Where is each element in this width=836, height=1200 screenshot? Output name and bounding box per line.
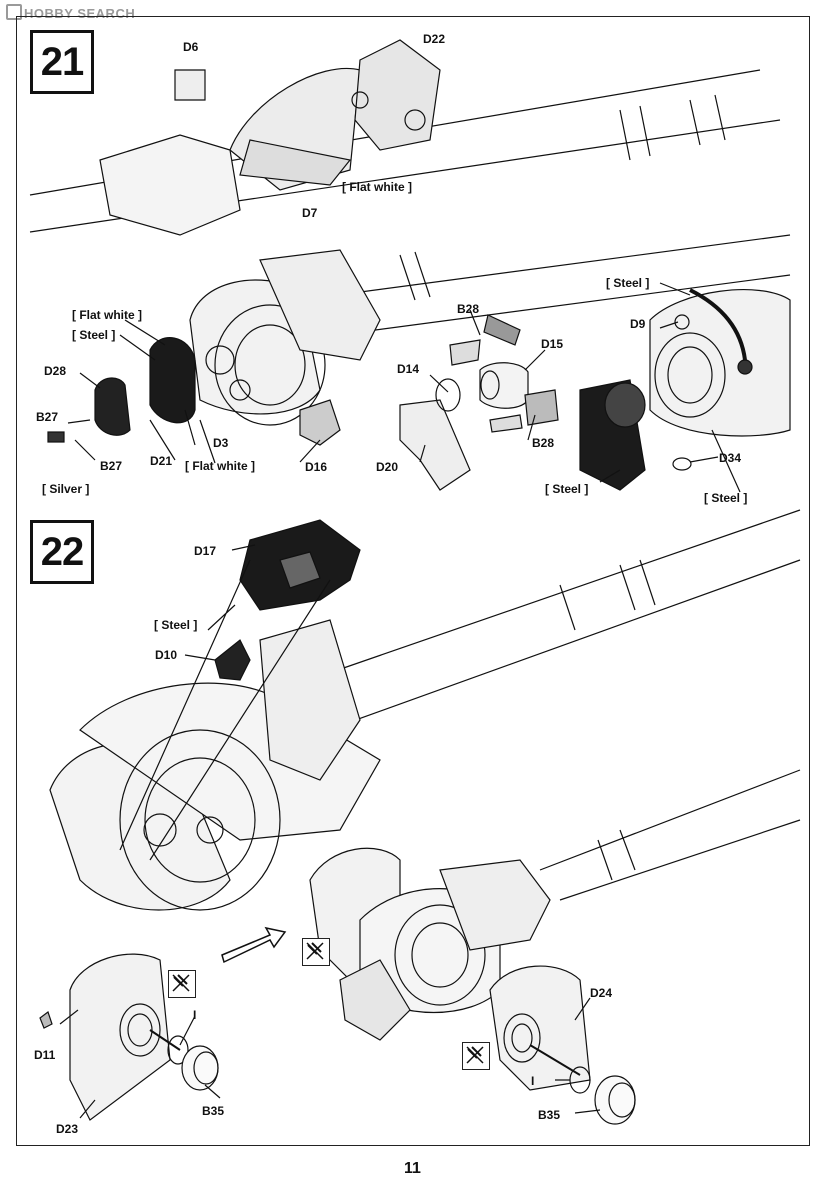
label-b35: B35	[202, 1104, 225, 1118]
label-steel: [ Steel ]	[606, 276, 650, 290]
no-glue-icon	[462, 1042, 490, 1070]
label-d23: D23	[56, 1122, 79, 1136]
label-d21: D21	[150, 454, 173, 468]
label-flat-white: [ Flat white ]	[342, 180, 412, 194]
page-number: 11	[404, 1160, 421, 1177]
label-silver: [ Silver ]	[42, 482, 90, 496]
label-d15: D15	[541, 337, 564, 351]
label-steel: [ Steel ]	[72, 328, 116, 342]
label-i: I	[193, 1008, 197, 1022]
label-d9: D9	[630, 317, 646, 331]
step-22-number: 22	[30, 520, 94, 584]
label-b35: B35	[538, 1108, 561, 1122]
label-d24: D24	[590, 986, 613, 1000]
label-b27: B27	[36, 410, 59, 424]
step-21-number: 21	[30, 30, 94, 94]
label-steel: [ Steel ]	[704, 491, 748, 505]
label-steel: [ Steel ]	[545, 482, 589, 496]
label-steel: [ Steel ]	[154, 618, 198, 632]
label-d22: D22	[423, 32, 446, 46]
label-b28: B28	[457, 302, 480, 316]
label-flat-white: [ Flat white ]	[72, 308, 142, 322]
label-b27: B27	[100, 459, 123, 473]
label-d20: D20	[376, 460, 399, 474]
no-glue-icon	[168, 970, 196, 998]
label-d28: D28	[44, 364, 67, 378]
label-d17: D17	[194, 544, 217, 558]
label-flat-white: [ Flat white ]	[185, 459, 255, 473]
label-d3: D3	[213, 436, 229, 450]
label-d16: D16	[305, 460, 328, 474]
watermark-text: HOBBY SEARCH	[24, 6, 136, 21]
no-glue-icon	[302, 938, 330, 966]
label-b28: B28	[532, 436, 555, 450]
label-d10: D10	[155, 648, 178, 662]
label-d11: D11	[34, 1048, 56, 1062]
watermark-logo-icon	[6, 4, 22, 20]
label-d7: D7	[302, 206, 318, 220]
watermark: HOBBY SEARCH	[6, 4, 135, 21]
label-d14: D14	[397, 362, 420, 376]
label-d34: D34	[719, 451, 742, 465]
label-d6: D6	[183, 40, 199, 54]
label-i: I	[531, 1074, 535, 1088]
page-frame	[16, 16, 810, 1146]
